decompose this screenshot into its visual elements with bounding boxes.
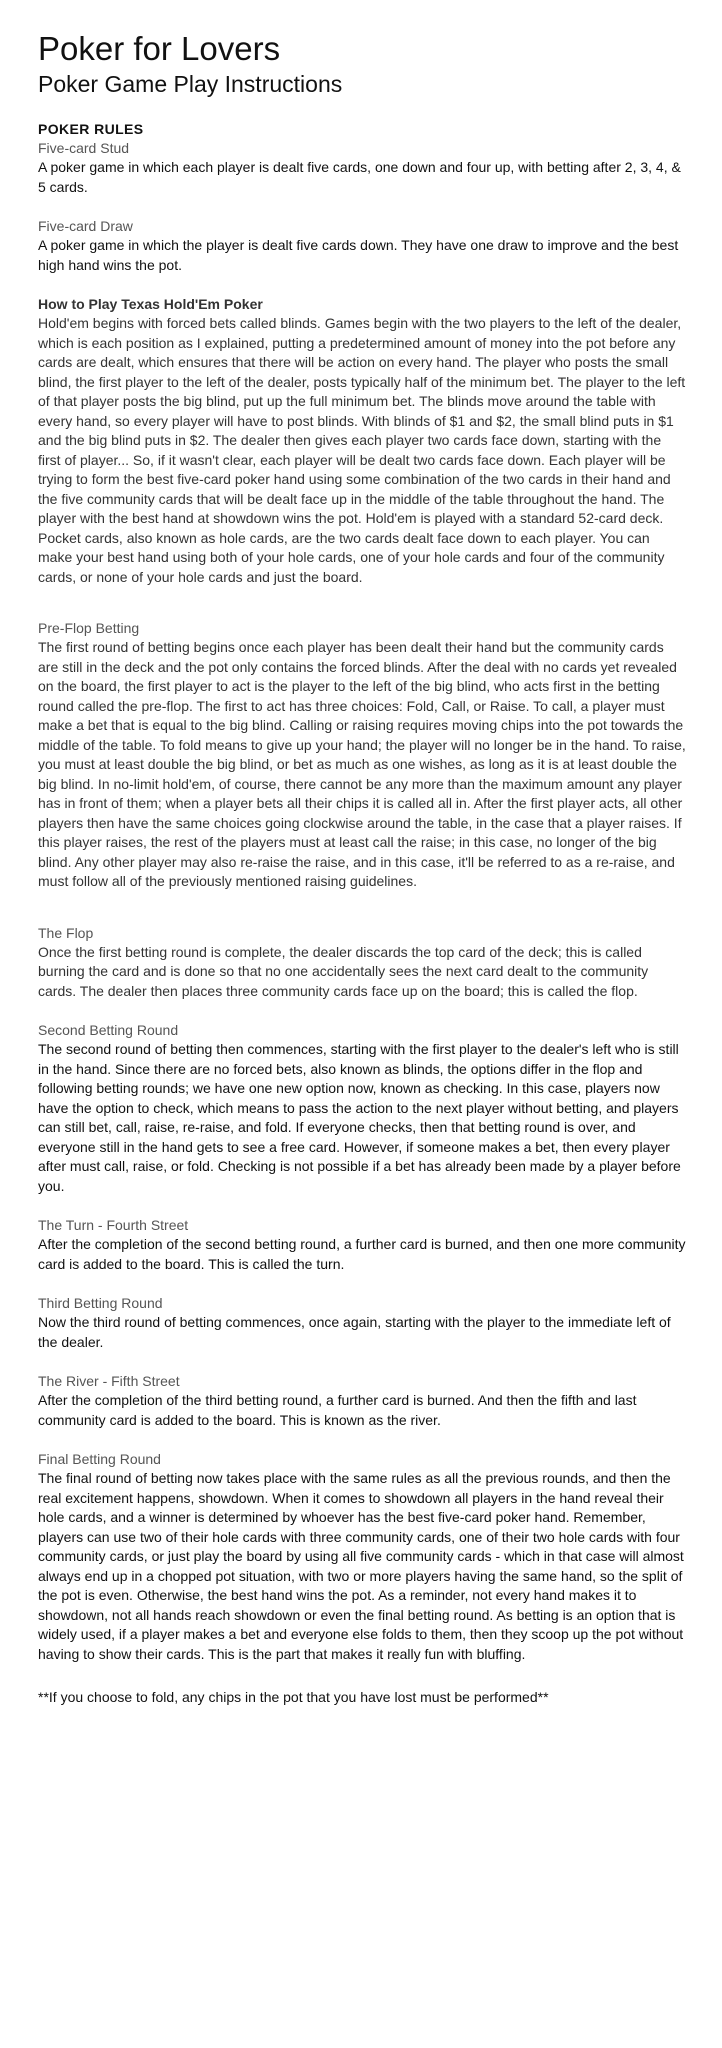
footnote: **If you choose to fold, any chips in th… [38,1689,549,1705]
rules-heading: POKER RULES [38,121,144,137]
section-second-betting-round: Second Betting Round The second round of… [38,1021,686,1196]
section-title: Third Betting Round [38,1295,163,1311]
section-title: Five-card Draw [38,218,133,234]
section-body: Now the third round of betting commences… [38,1314,671,1350]
section-body: The first round of betting begins once e… [38,639,686,889]
section-title: The River - Fifth Street [38,1373,180,1389]
section-title: How to Play Texas Hold'Em Poker [38,296,263,312]
section-third-betting-round: Third Betting Round Now the third round … [38,1294,686,1352]
section-title: Final Betting Round [38,1451,161,1467]
section-five-card-draw: Five-card Draw A poker game in which the… [38,217,686,275]
section-body: A poker game in which the player is deal… [38,237,679,273]
section-body: The second round of betting then commenc… [38,1041,681,1194]
section-body: After the completion of the third bettin… [38,1392,637,1428]
section-final-betting-round: Final Betting Round The final round of b… [38,1450,686,1664]
page-subtitle: Poker Game Play Instructions [38,71,343,97]
section-body: The final round of betting now takes pla… [38,1470,684,1662]
page-title: Poker for Lovers [38,30,281,67]
section-title: Five-card Stud [38,140,130,156]
section-body: Hold'em begins with forced bets called b… [38,315,686,585]
section-body: Once the first betting round is complete… [38,943,649,999]
section-flop: The Flop Once the first betting round is… [38,924,686,1002]
section-body: After the completion of the second betti… [38,1236,686,1272]
section-title: Second Betting Round [38,1022,179,1038]
document-page: Poker for Lovers Poker Game Play Instruc… [38,30,686,1705]
section-river: The River - Fifth Street After the compl… [38,1372,686,1430]
section-texas-holdem: How to Play Texas Hold'Em Poker Hold'em … [38,295,686,587]
section-title: The Flop [38,924,94,941]
section-body: A poker game in which each player is dea… [38,159,681,195]
section-five-card-stud: Five-card Stud A poker game in which eac… [38,139,686,197]
section-title: The Turn - Fourth Street [38,1217,189,1233]
section-pre-flop: Pre-Flop Betting The first round of bett… [38,619,686,892]
section-turn: The Turn - Fourth Street After the compl… [38,1216,686,1274]
section-title: Pre-Flop Betting [38,620,140,636]
